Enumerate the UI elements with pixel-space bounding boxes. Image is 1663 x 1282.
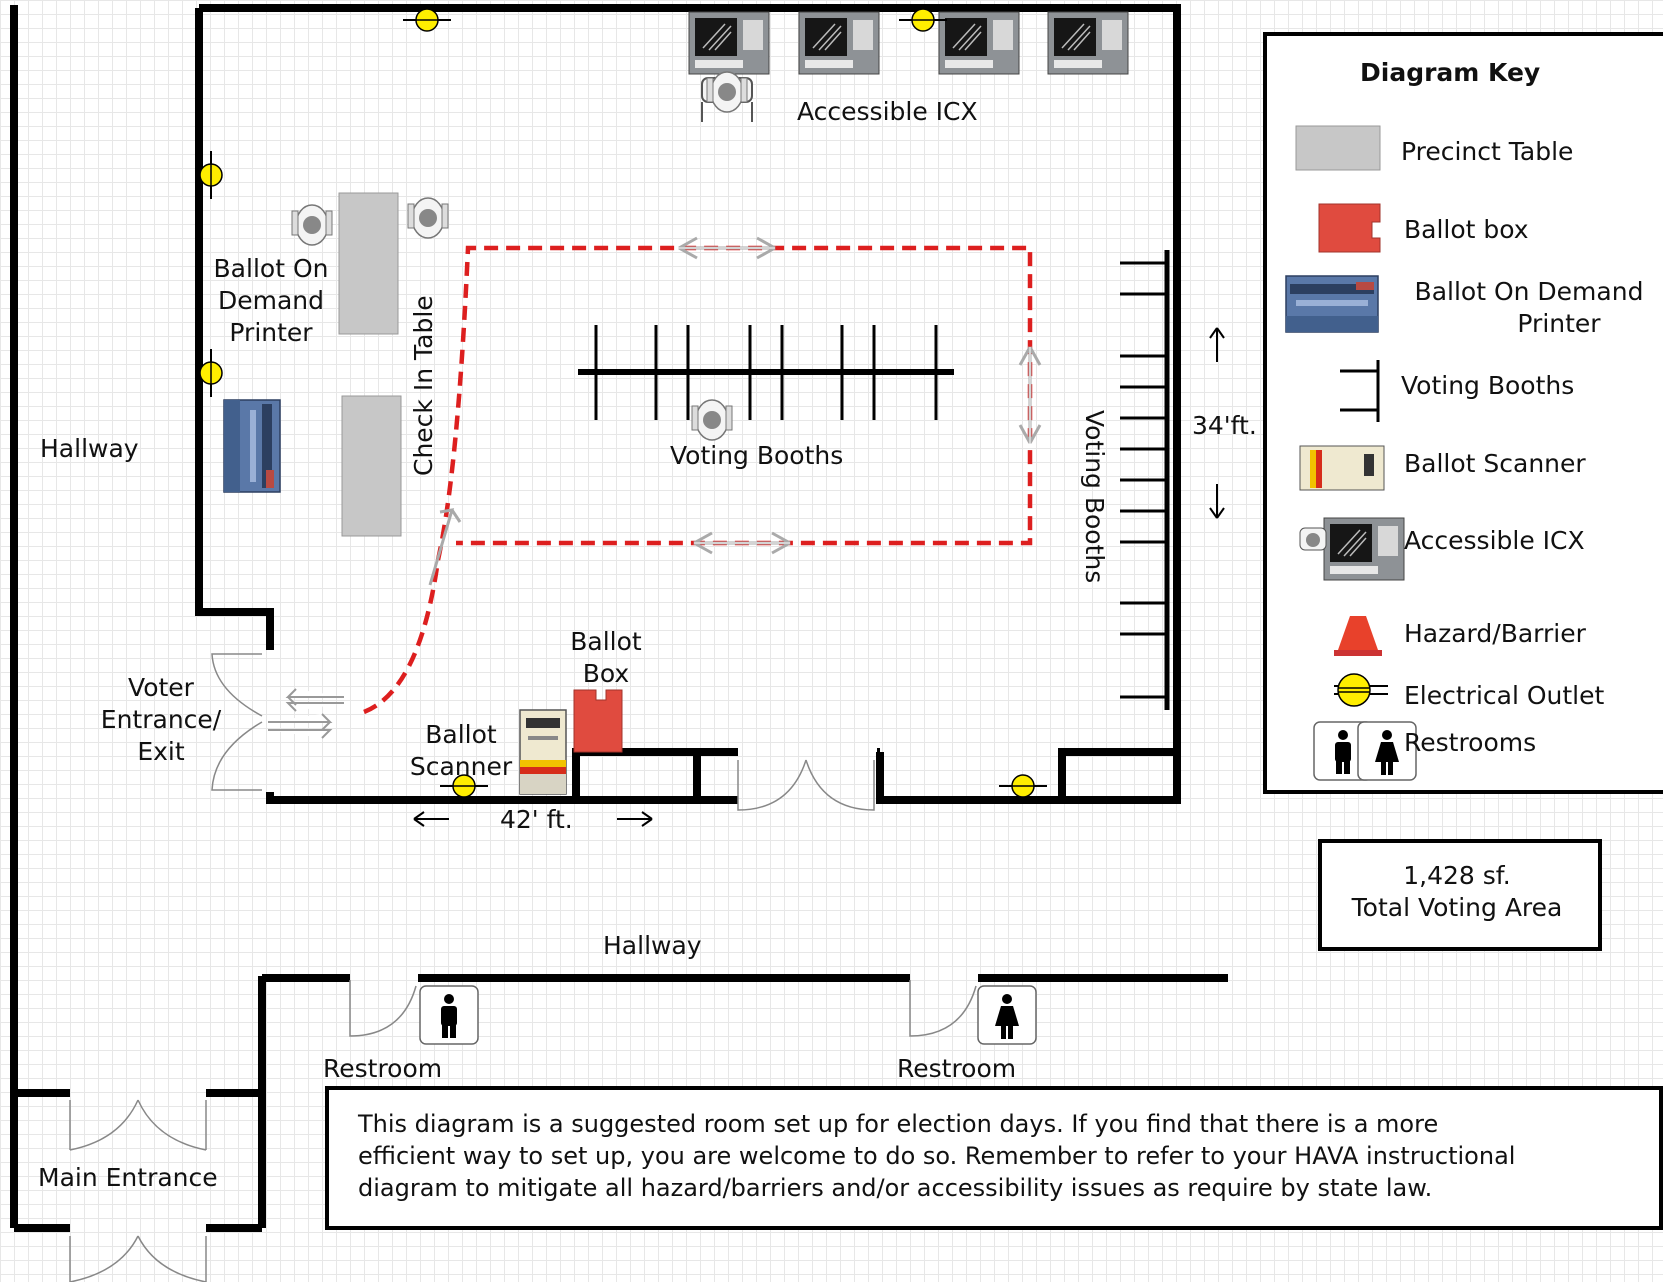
- dimension-arrows: [413, 327, 1225, 827]
- key-precinct-table-label: Precinct Table: [1401, 137, 1574, 166]
- accessible-icx-icon[interactable]: [798, 11, 880, 75]
- flow-arrow-up: [428, 508, 462, 586]
- accessible-icx-icon[interactable]: [688, 11, 770, 75]
- voting-booths-center-label: Voting Booths: [670, 441, 844, 470]
- total-area-value: 1,428 sf.: [1403, 861, 1511, 890]
- key-electrical-outlet-label: Electrical Outlet: [1404, 681, 1605, 710]
- outlet-icon: [199, 150, 223, 200]
- restroom-women-icon[interactable]: [977, 985, 1037, 1045]
- voter-entrance-doors[interactable]: [211, 653, 263, 791]
- precinct-table[interactable]: [338, 192, 399, 335]
- right-voting-booths[interactable]: [1120, 250, 1170, 710]
- width-dimension-label: 42' ft.: [500, 805, 573, 834]
- flow-arrow-top: [677, 236, 777, 260]
- person-icon: [291, 204, 333, 246]
- accessible-icx-icon[interactable]: [1047, 11, 1129, 75]
- bod-printer-label-line: Demand: [217, 286, 325, 315]
- total-area-box: [1318, 839, 1602, 951]
- key-accessible-icx-icon: [1299, 517, 1405, 581]
- key-bod-printer-label-line: Printer: [1517, 309, 1601, 338]
- flow-arrow-right: [1018, 345, 1042, 445]
- accessible-icx-label: Accessible ICX: [797, 97, 978, 126]
- voter-entrance-label-line: Entrance/: [100, 705, 222, 734]
- ballot-box-label: Ballot Box: [556, 626, 656, 690]
- person-icon: [691, 399, 733, 441]
- voter-entrance-label-line: Voter: [128, 673, 194, 702]
- ballot-box-label-line: Ballot: [570, 627, 642, 656]
- key-title: Diagram Key: [1360, 58, 1541, 87]
- precinct-table[interactable]: [341, 395, 402, 537]
- ballot-box-icon[interactable]: [573, 689, 623, 753]
- voter-flow-path: [363, 245, 1033, 715]
- ballot-scanner-label-line: Ballot: [425, 720, 497, 749]
- main-entrance-doors[interactable]: [69, 1099, 207, 1282]
- note-line: diagram to mitigate all hazard/barriers …: [358, 1174, 1433, 1202]
- ballot-scanner-label-line: Scanner: [409, 752, 513, 781]
- note-line: efficient way to set up, you are welcome…: [358, 1142, 1516, 1170]
- height-dimension-label: 34'ft.: [1192, 411, 1257, 440]
- key-restrooms-label: Restrooms: [1404, 728, 1537, 757]
- key-hazard-barrier-label: Hazard/Barrier: [1404, 619, 1586, 648]
- entrance-arrows: [268, 688, 344, 739]
- outlet-icon: [402, 8, 452, 32]
- restroom-men-icon[interactable]: [419, 985, 479, 1045]
- key-bod-printer-label-line: Ballot On Demand: [1414, 277, 1644, 306]
- restroom-women-label: Restroom: [897, 1054, 1017, 1083]
- note-box: [325, 1086, 1663, 1230]
- total-area: 1,428 sf. Total Voting Area: [1318, 860, 1596, 924]
- key-accessible-icx-label: Accessible ICX: [1404, 526, 1585, 555]
- key-voting-booth-icon: [1340, 360, 1380, 422]
- key-outlet-icon: [1334, 673, 1388, 707]
- key-ballot-scanner-icon: [1299, 445, 1385, 491]
- bottom-room-doors[interactable]: [737, 759, 875, 811]
- ballot-scanner-icon[interactable]: [519, 709, 567, 795]
- note-line: This diagram is a suggested room set up …: [358, 1110, 1439, 1138]
- bod-printer-label: Ballot On Demand Printer: [206, 253, 336, 349]
- voting-booths-right-label: Voting Booths: [1080, 410, 1109, 584]
- key-voting-booths-label: Voting Booths: [1401, 371, 1575, 400]
- main-entrance-label: Main Entrance: [38, 1163, 218, 1192]
- total-area-label: Total Voting Area: [1351, 893, 1563, 922]
- ballot-scanner-label: Ballot Scanner: [406, 719, 516, 783]
- key-ballot-box-icon: [1318, 203, 1381, 253]
- hallway-left-label: Hallway: [40, 434, 139, 463]
- ballot-box-label-line: Box: [582, 659, 630, 688]
- flow-arrow-bottom: [692, 531, 792, 555]
- key-bod-printer-label: Ballot On Demand Printer: [1404, 276, 1654, 340]
- key-bod-printer-icon: [1285, 275, 1379, 333]
- voter-entrance-label-line: Exit: [137, 737, 185, 766]
- center-voting-booths[interactable]: [578, 325, 954, 420]
- voter-entrance-label: Voter Entrance/ Exit: [96, 672, 226, 768]
- check-in-table-label: Check In Table: [409, 295, 438, 476]
- bod-printer-label-line: Printer: [229, 318, 313, 347]
- restroom-doors[interactable]: [349, 980, 977, 1037]
- outlet-icon: [199, 348, 223, 398]
- bod-printer-icon[interactable]: [223, 399, 281, 493]
- key-precinct-table-swatch: [1295, 125, 1381, 171]
- instruction-note: This diagram is a suggested room set up …: [358, 1108, 1638, 1204]
- key-hazard-cone-icon: [1334, 616, 1382, 656]
- person-icon: [706, 71, 748, 113]
- bod-printer-label-line: Ballot On: [213, 254, 329, 283]
- key-ballot-scanner-label: Ballot Scanner: [1404, 449, 1586, 478]
- restroom-men-label: Restroom: [323, 1054, 443, 1083]
- person-icon: [407, 197, 449, 239]
- key-ballot-box-label: Ballot box: [1404, 215, 1529, 244]
- hallway-bottom-label: Hallway: [603, 931, 702, 960]
- accessible-icx-icon[interactable]: [938, 11, 1020, 75]
- outlet-icon: [998, 774, 1048, 798]
